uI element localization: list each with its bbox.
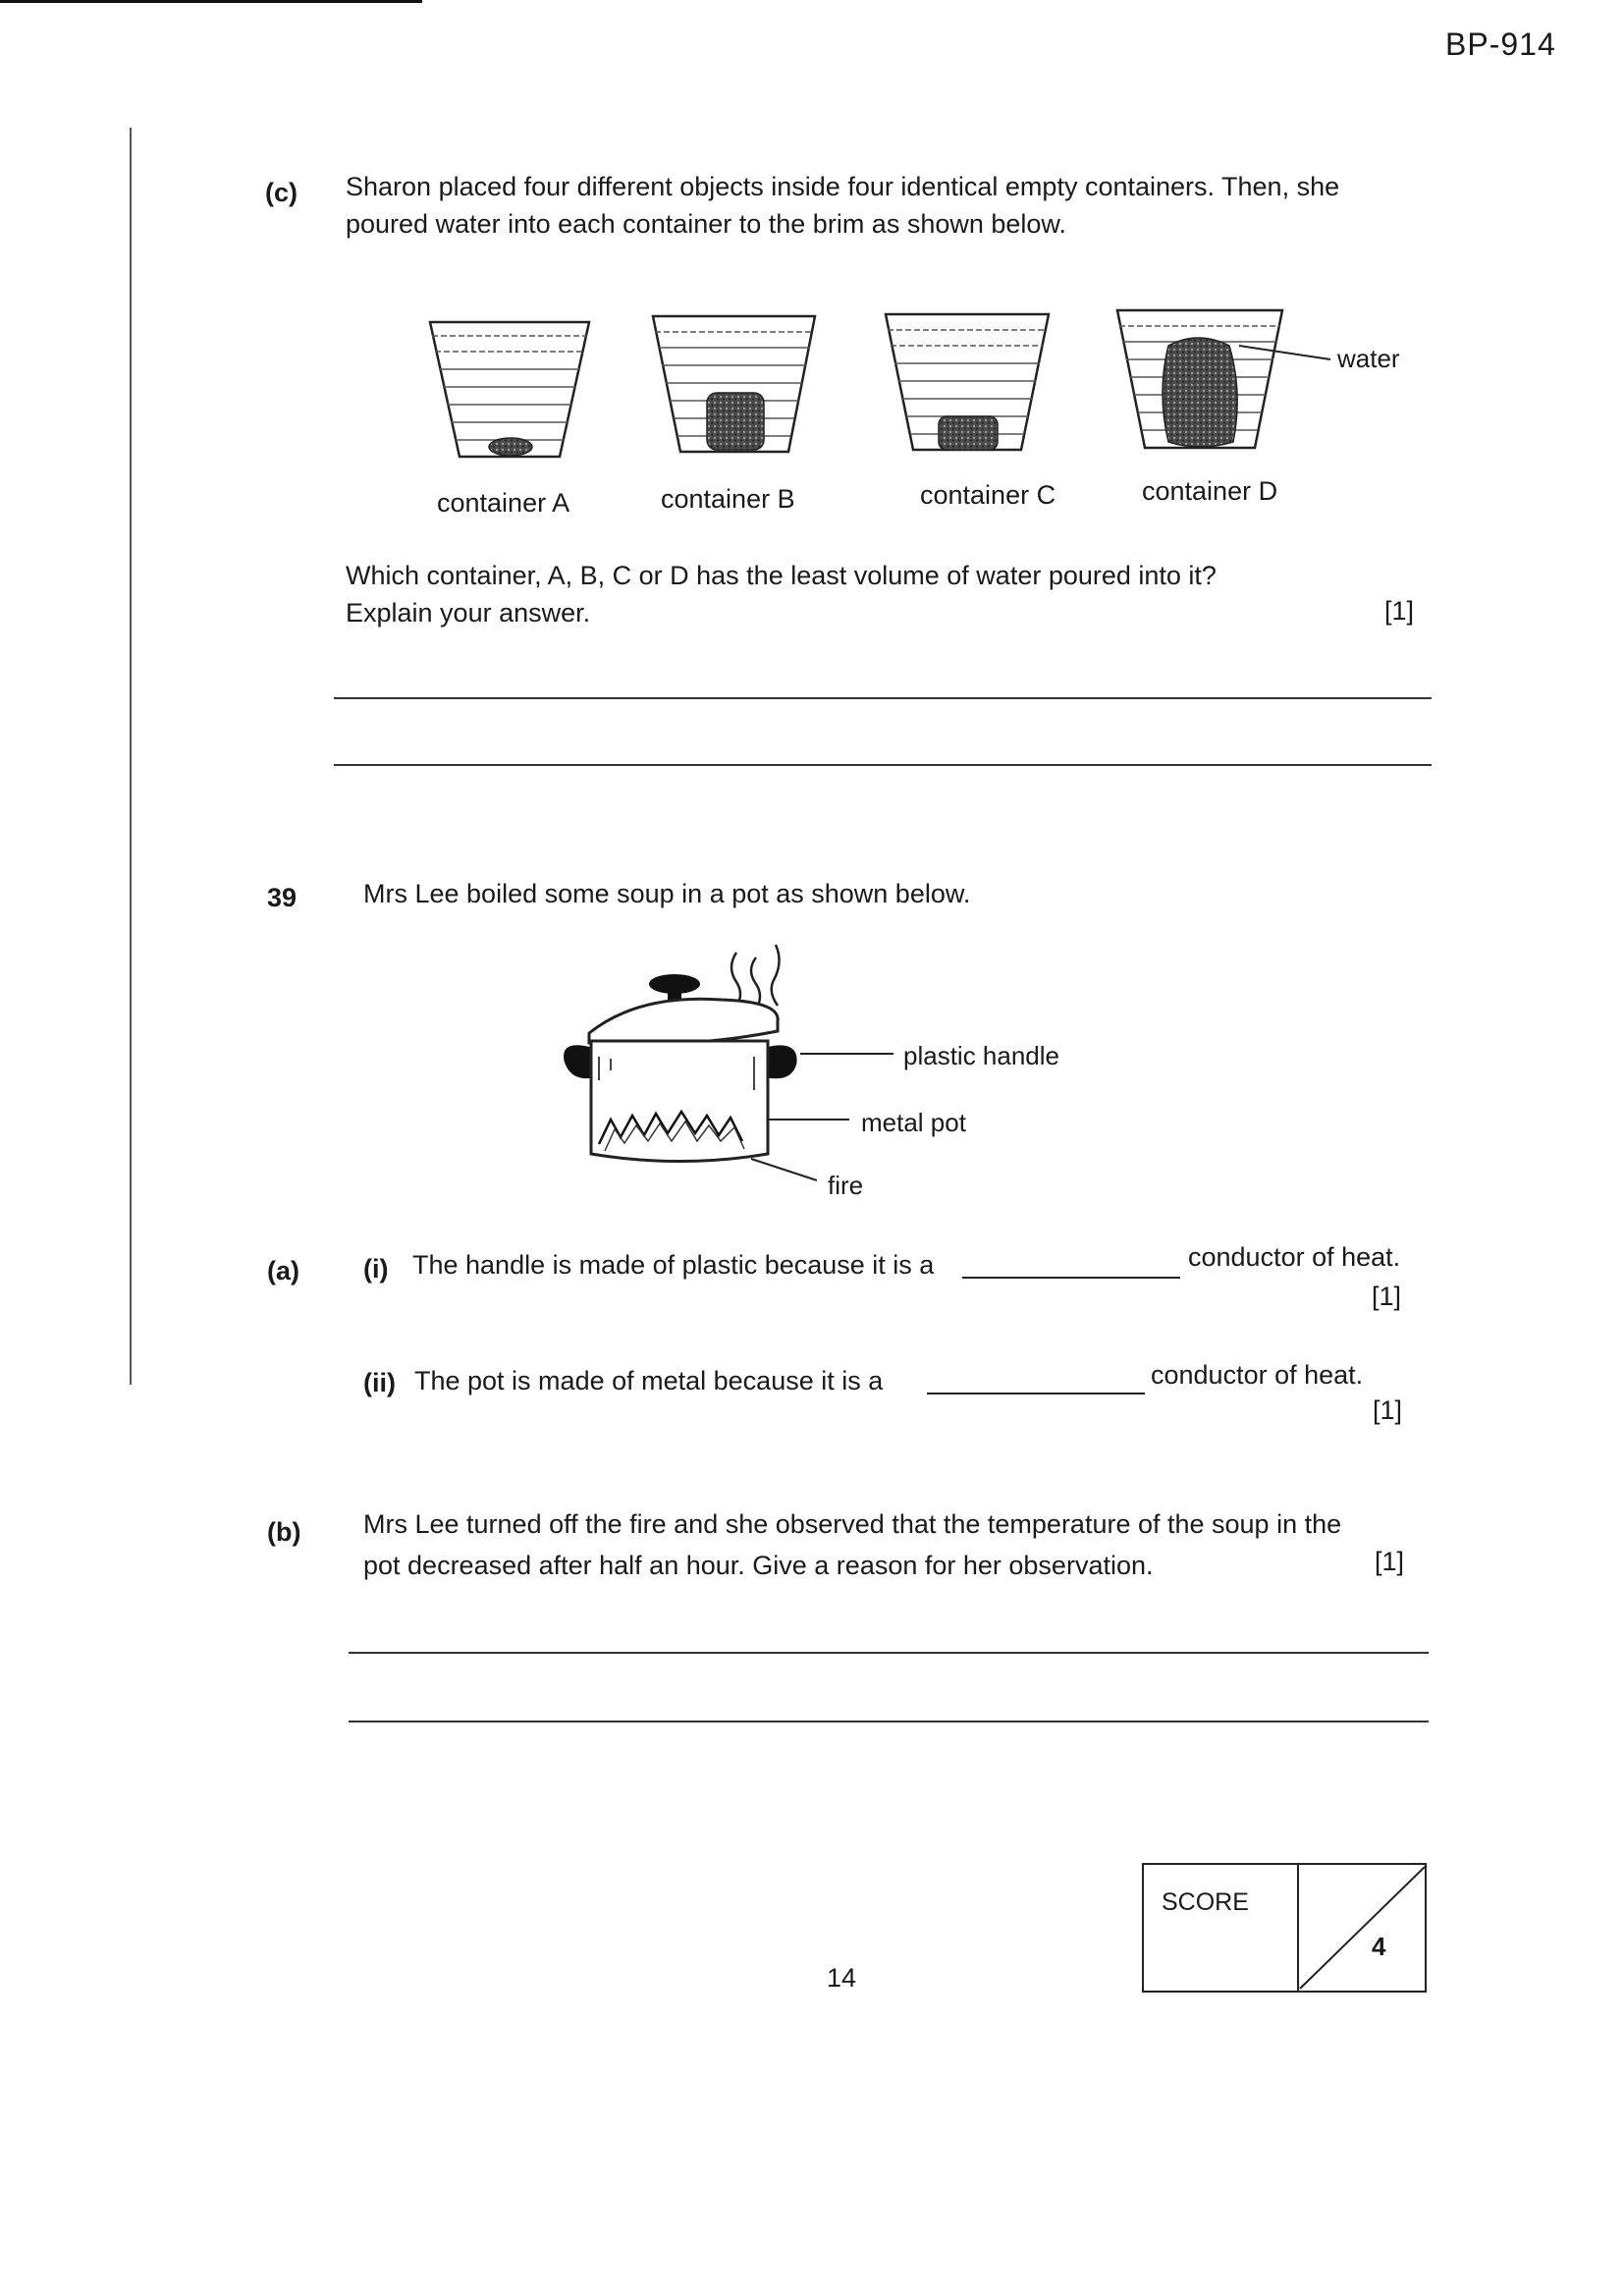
object-a bbox=[488, 437, 533, 457]
container-d-label: container D bbox=[1142, 476, 1278, 506]
part-a-i-text-after: conductor of heat. bbox=[1188, 1242, 1401, 1272]
container-a bbox=[428, 320, 591, 459]
question-c-marks: [1] bbox=[1384, 596, 1415, 626]
part-b-text-line2: pot decreased after half an hour. Give a… bbox=[363, 1551, 1154, 1580]
score-box: SCORE 4 bbox=[1142, 1863, 1427, 1993]
question-c-text-line1: Sharon placed four different objects ins… bbox=[346, 172, 1340, 201]
question-c-text-line2: poured water into each container to the … bbox=[346, 209, 1066, 239]
water-label: water bbox=[1337, 344, 1400, 373]
part-a-i-marks: [1] bbox=[1372, 1282, 1402, 1311]
part-a-i-label: (i) bbox=[363, 1254, 389, 1284]
score-total: 4 bbox=[1372, 1932, 1386, 1961]
container-b bbox=[651, 314, 817, 454]
question-c-prompt-line2: Explain your answer. bbox=[346, 598, 591, 628]
metal-pot-label: metal pot bbox=[861, 1108, 966, 1137]
container-a-label: container A bbox=[437, 488, 570, 518]
page-number: 14 bbox=[827, 1963, 857, 1993]
container-c bbox=[884, 312, 1051, 452]
plastic-handle-label: plastic handle bbox=[903, 1041, 1059, 1070]
soup-pot-diagram bbox=[564, 944, 893, 1181]
answer-line-b-1[interactable] bbox=[349, 1652, 1429, 1654]
question-39-intro: Mrs Lee boiled some soup in a pot as sho… bbox=[363, 879, 971, 908]
answer-blank-a-i[interactable] bbox=[962, 1243, 1180, 1279]
part-b-text-line1: Mrs Lee turned off the fire and she obse… bbox=[363, 1509, 1342, 1539]
water-pointer-line bbox=[1238, 345, 1331, 360]
question-39-number: 39 bbox=[267, 883, 298, 912]
part-b-marks: [1] bbox=[1375, 1547, 1405, 1576]
score-diagonal bbox=[1299, 1866, 1426, 1990]
part-b-label: (b) bbox=[267, 1517, 301, 1547]
answer-line-c-1[interactable] bbox=[334, 697, 1432, 699]
answer-line-c-2[interactable] bbox=[334, 764, 1432, 766]
part-a-label: (a) bbox=[267, 1256, 299, 1285]
part-a-ii-text-before: The pot is made of metal because it is a bbox=[414, 1366, 884, 1395]
left-margin-line bbox=[130, 128, 132, 1385]
containers-diagram bbox=[428, 308, 1331, 459]
fire-label: fire bbox=[828, 1171, 864, 1200]
answer-blank-a-ii[interactable] bbox=[927, 1359, 1145, 1394]
object-d bbox=[1162, 337, 1238, 448]
container-b-label: container B bbox=[661, 484, 795, 514]
answer-line-b-2[interactable] bbox=[349, 1721, 1429, 1722]
object-c bbox=[938, 415, 999, 451]
question-c-label: (c) bbox=[265, 178, 298, 207]
part-a-ii-marks: [1] bbox=[1373, 1395, 1403, 1425]
score-divider bbox=[1297, 1865, 1299, 1991]
part-a-ii-text-after: conductor of heat. bbox=[1151, 1360, 1364, 1390]
container-c-label: container C bbox=[920, 480, 1056, 510]
score-label: SCORE bbox=[1162, 1888, 1249, 1916]
object-b bbox=[706, 392, 765, 451]
part-a-i-text-before: The handle is made of plastic because it… bbox=[412, 1250, 935, 1280]
question-c-prompt-line1: Which container, A, B, C or D has the le… bbox=[346, 561, 1217, 590]
paper-code: BP-914 bbox=[1445, 27, 1556, 62]
container-d bbox=[1115, 308, 1331, 450]
top-edge-bar bbox=[0, 0, 422, 3]
part-a-ii-label: (ii) bbox=[363, 1368, 396, 1397]
